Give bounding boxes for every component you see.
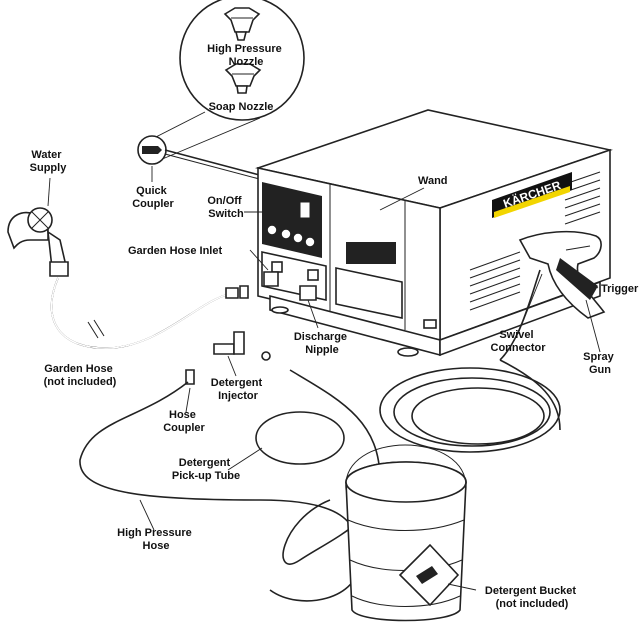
detergent-injector <box>213 331 271 361</box>
label-wand: Wand <box>418 175 448 187</box>
garden-hose <box>50 277 249 349</box>
label-garden-hose-inlet: Garden Hose Inlet <box>128 245 222 257</box>
label-quick-coupler: Quick Coupler <box>132 185 174 210</box>
label-soap-nozzle: Soap Nozzle <box>209 101 274 113</box>
nozzle-inset <box>149 0 305 161</box>
high-pressure-hose <box>79 359 561 602</box>
label-garden-hose: Garden Hose (not included) <box>44 363 117 388</box>
quick-coupler <box>137 135 167 165</box>
label-detergent-pickup-tube: Detergent Pick-up Tube <box>172 457 240 482</box>
label-on-off-switch: On/Off Switch <box>207 195 244 220</box>
garden-hose-inlet-fitting <box>263 271 279 287</box>
label-detergent-bucket: Detergent Bucket (not included) <box>485 585 579 610</box>
water-faucet <box>7 207 69 277</box>
high-pressure-nozzle-icon <box>223 7 261 41</box>
label-hose-coupler: Hose Coupler <box>163 409 205 434</box>
label-discharge-nipple: Discharge Nipple <box>294 331 350 356</box>
label-high-pressure-nozzle: High Pressure Nozzle <box>207 43 285 68</box>
soap-nozzle-icon <box>224 63 262 94</box>
label-high-pressure-hose: High Pressure Hose <box>117 527 195 552</box>
label-swivel-connector: Swivel Connector <box>491 329 547 354</box>
label-spray-gun: Spray Gun <box>583 351 617 376</box>
discharge-nipple-fitting <box>299 285 317 301</box>
on-off-switch <box>299 201 311 219</box>
label-detergent-injector: Detergent Injector <box>211 377 265 402</box>
label-water-supply: Water Supply <box>30 149 68 174</box>
leader-lines <box>47 166 601 591</box>
detergent-bucket <box>345 444 467 622</box>
label-trigger: Trigger <box>601 283 639 295</box>
